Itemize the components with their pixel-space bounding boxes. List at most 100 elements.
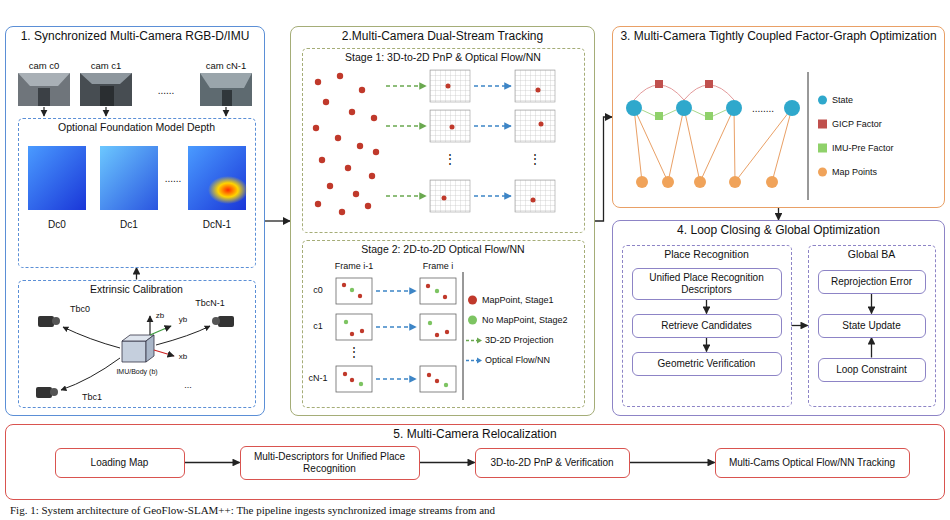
figure-label: xb <box>179 353 187 362</box>
imu-factor <box>655 112 713 120</box>
camera-image <box>38 88 50 106</box>
tracked-point <box>443 295 447 299</box>
flow-arrow <box>792 325 808 326</box>
factor-link <box>634 108 642 182</box>
legend-text: IMU-Pre Factor <box>832 143 894 154</box>
section-title: 4. Loop Closing & Global Optimization <box>613 221 944 237</box>
box-label: Unified Place Recognition Descriptors <box>633 272 781 296</box>
map-point <box>337 73 343 79</box>
map-point-node <box>636 176 778 188</box>
legend-entry: No MapPoint, Stage2 <box>468 315 568 326</box>
camera-image <box>200 73 252 88</box>
figure-label: cam c0 <box>29 61 60 71</box>
map-point-node <box>694 176 706 188</box>
tracked-point <box>343 372 347 376</box>
figure-label: Dc1 <box>120 219 138 230</box>
figure-label: ........ <box>752 103 774 114</box>
map-point <box>353 191 359 197</box>
process-box: State Update <box>818 314 926 338</box>
flow-arrow <box>376 326 416 328</box>
state-node <box>784 100 800 116</box>
projection-arrow <box>386 86 426 196</box>
map-point <box>313 125 319 131</box>
map-point <box>319 157 325 163</box>
figure-label: ...... <box>165 173 182 184</box>
legend-swatch <box>818 144 827 153</box>
map-point <box>349 109 355 115</box>
map-point <box>373 149 379 155</box>
map-point <box>335 135 341 141</box>
map-point <box>357 143 363 149</box>
flow-arrow <box>595 117 612 221</box>
tracked-point <box>344 320 348 324</box>
process-box: Unified Place Recognition Descriptors <box>632 268 782 300</box>
figure-label: ...... <box>158 85 175 96</box>
box-label: Geometric Verification <box>653 358 761 370</box>
depth-map <box>208 176 248 204</box>
camera-icon <box>52 317 60 325</box>
dashed-group: Optional Foundation Model Depth <box>18 118 256 268</box>
factor-link <box>734 108 735 182</box>
state-node <box>626 100 642 116</box>
section-title: Optional Foundation Model Depth <box>19 119 255 134</box>
process-box: Loading Map <box>55 448 185 478</box>
box-label: Reprojection Error <box>826 276 917 288</box>
image-grid <box>430 70 470 102</box>
figure-label: zb <box>156 312 164 321</box>
grid-feature <box>539 122 544 127</box>
legend-swatch <box>818 168 827 177</box>
depth-map <box>100 146 158 210</box>
gicp-factor <box>655 80 713 88</box>
tracked-point <box>435 289 439 293</box>
process-box: Geometric Verification <box>632 352 782 376</box>
image-grid <box>430 110 470 142</box>
map-point <box>315 201 321 207</box>
projection-arrow <box>386 195 426 197</box>
legend-arrowhead <box>477 337 482 343</box>
image-grid <box>515 70 555 102</box>
gicp-factor <box>655 80 663 88</box>
camera-icon <box>212 317 220 325</box>
section-title: Stage 2: 2D-to-2D Optical Flow/NN <box>303 241 584 256</box>
tracked-point <box>427 373 431 377</box>
tracked-point <box>342 283 346 287</box>
map-point-node <box>766 176 778 188</box>
frame-image <box>336 366 372 392</box>
legend-line-sample <box>466 339 477 341</box>
section-title: Stage 1: 3D-to-2D PnP & Optical Flow/NN <box>303 49 584 64</box>
frame-image <box>336 278 456 392</box>
section-title: 5. Multi-Camera Relocalization <box>6 425 944 441</box>
camera-icon <box>36 316 234 398</box>
camera-icon <box>50 388 58 396</box>
frame-image <box>420 366 456 392</box>
image-grid <box>430 180 470 212</box>
map-point <box>359 87 365 93</box>
process-box: Reprojection Error <box>818 270 926 294</box>
projection-arrow <box>386 85 426 87</box>
box-label: Loop Constraint <box>831 364 912 376</box>
flow-arrow <box>706 338 707 352</box>
map-point <box>327 183 333 189</box>
stage-panel: 4. Loop Closing & Global OptimizationPla… <box>612 220 945 416</box>
legend-entry: Map Points <box>818 167 877 178</box>
map-point-node <box>636 176 648 188</box>
image-grid <box>515 180 555 212</box>
tracked-point <box>435 333 439 337</box>
figure-label: DcN-1 <box>203 219 231 230</box>
camera-image <box>80 73 132 106</box>
legend-divider <box>808 72 809 200</box>
flow-arrow <box>376 378 416 380</box>
grid-feature <box>442 196 447 201</box>
down-arrow <box>43 107 44 116</box>
tracked-point <box>358 294 362 298</box>
flow-arrow <box>474 195 511 197</box>
flow-arrow <box>265 220 290 221</box>
legend-swatch <box>818 120 827 129</box>
gicp-arc <box>634 85 734 100</box>
process-box: Multi-Cams Optical Flow/NN Tracking <box>715 448 910 478</box>
section-title: Extrinsic Calibration <box>19 281 255 296</box>
down-arrow <box>105 107 106 116</box>
camera-image <box>200 73 252 106</box>
figure-label: c1 <box>313 322 323 332</box>
